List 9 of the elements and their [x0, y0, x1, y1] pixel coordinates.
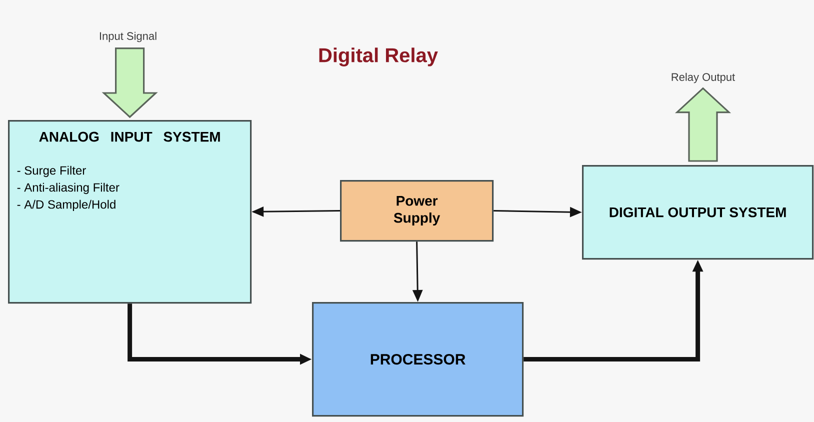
- output-label: Relay Output: [672, 72, 735, 84]
- block-arrow: [674, 87, 732, 162]
- power-supply-box: Power Supply: [340, 180, 494, 242]
- input-label: Input Signal: [100, 32, 156, 42]
- analog-input-box: ANALOG INPUT SYSTEM - Surge Filter - Anti-aliasing Filter - A/D Sample/Hold: [8, 120, 252, 304]
- block-arrow: [102, 48, 158, 118]
- digital-output-box: DIGITAL OUTPUT SYSTEM: [582, 165, 814, 260]
- title: Digital Relay: [319, 48, 438, 66]
- processor-box: PROCESSOR: [312, 302, 524, 417]
